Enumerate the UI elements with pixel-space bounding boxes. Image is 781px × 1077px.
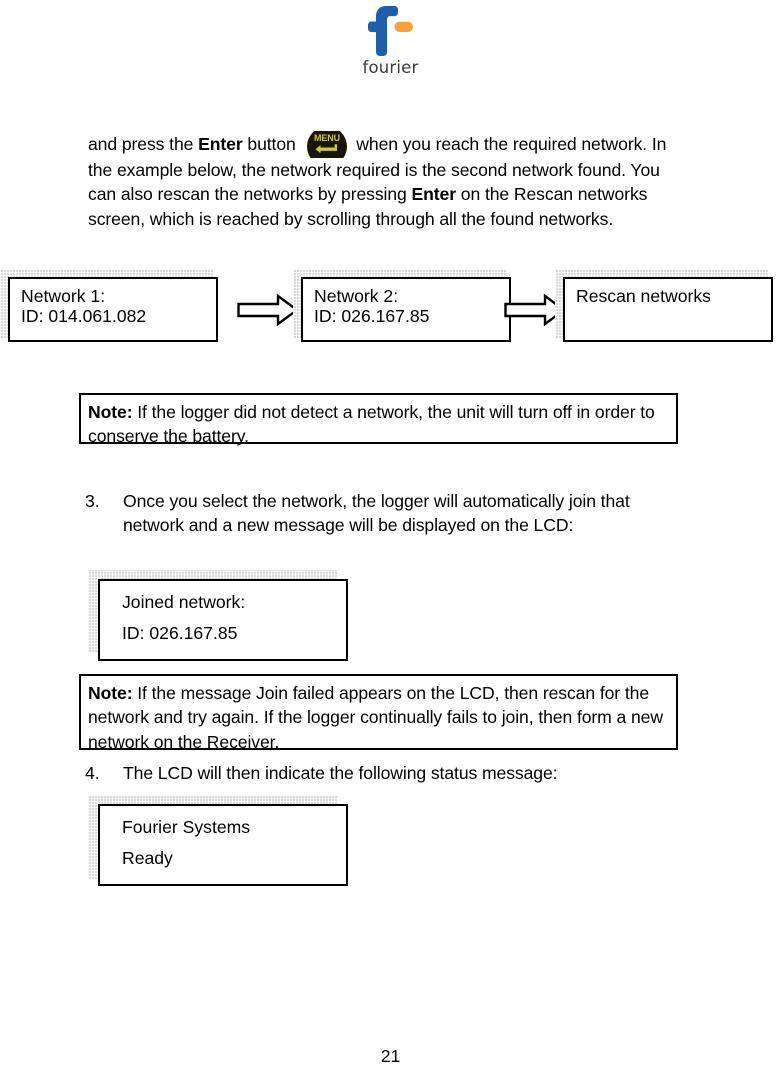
step-4-text: The LCD will then indicate the following… bbox=[123, 763, 558, 783]
note-1-text: Note: If the logger did not detect a net… bbox=[88, 400, 673, 449]
note-box-2: Note: If the message Join failed appears… bbox=[79, 674, 678, 752]
lcd-face: Rescan networks bbox=[563, 277, 773, 342]
lcd-face: Network 2: ID: 026.167.85 bbox=[301, 277, 511, 342]
lcd-line-2: ID: 014.061.082 bbox=[21, 306, 147, 326]
intro-text-part4: on the Rescan networks screen, which is … bbox=[88, 184, 648, 229]
lcd-line-1: Joined network: bbox=[122, 592, 246, 612]
page-header: fourier bbox=[0, 0, 781, 92]
note-box-1: Note: If the logger did not detect a net… bbox=[79, 393, 678, 446]
lcd-screen-joined: Joined network: ID: 026.167.85 bbox=[88, 570, 350, 662]
lcd-line-2: ID: 026.167.85 bbox=[314, 306, 430, 326]
note-2-body: If the message Join failed appears on th… bbox=[88, 683, 663, 752]
lcd-screen-network-2: Network 2: ID: 026.167.85 bbox=[293, 269, 519, 347]
lcd-line-2: ID: 026.167.85 bbox=[122, 623, 238, 643]
note-1-label: Note: bbox=[88, 402, 133, 422]
step-4-number: 4. bbox=[85, 763, 100, 783]
page-number: 21 bbox=[380, 1046, 401, 1066]
flow-arrow-2 bbox=[504, 293, 567, 327]
lcd-line-1: Network 2: bbox=[314, 286, 399, 306]
enter-keyword-2: Enter bbox=[411, 184, 457, 205]
lcd-line-1: Fourier Systems bbox=[122, 817, 251, 837]
step-3-number: 3. bbox=[85, 491, 100, 511]
lcd-line-1: Network 1: bbox=[21, 286, 106, 306]
lcd-screen-status: Fourier Systems Ready bbox=[88, 795, 350, 890]
lcd-face: Fourier Systems Ready bbox=[98, 804, 348, 886]
lcd-screen-network-1: Network 1: ID: 014.061.082 bbox=[0, 269, 226, 347]
lcd-line-1: Rescan networks bbox=[576, 286, 711, 306]
menu-button-icon[interactable]: MENU bbox=[303, 131, 350, 158]
intro-paragraph: and press the Enter button MENU when you… bbox=[88, 131, 668, 231]
step-3-text: Once you select the network, the logger … bbox=[123, 491, 630, 536]
note-2-text: Note: If the message Join failed appears… bbox=[88, 681, 673, 754]
fourier-logo-icon bbox=[367, 6, 413, 56]
flow-arrow-1 bbox=[237, 293, 300, 327]
logo: fourier bbox=[331, 4, 451, 77]
note-2-label: Note: bbox=[88, 683, 133, 703]
intro-text-part2: button bbox=[242, 134, 301, 154]
lcd-face: Network 1: ID: 014.061.082 bbox=[8, 277, 218, 342]
enter-keyword-1: Enter bbox=[198, 134, 243, 154]
intro-text-part1: and press the bbox=[88, 134, 199, 154]
intro-text-part3: when you reach the required network. In … bbox=[88, 134, 667, 205]
note-1-body: If the logger did not detect a network, … bbox=[88, 402, 655, 447]
svg-text:MENU: MENU bbox=[313, 133, 339, 143]
logo-wordmark: fourier bbox=[362, 58, 419, 77]
lcd-screen-rescan: Rescan networks bbox=[555, 269, 781, 347]
lcd-line-2: Ready bbox=[122, 848, 173, 868]
lcd-face: Joined network: ID: 026.167.85 bbox=[98, 579, 348, 661]
